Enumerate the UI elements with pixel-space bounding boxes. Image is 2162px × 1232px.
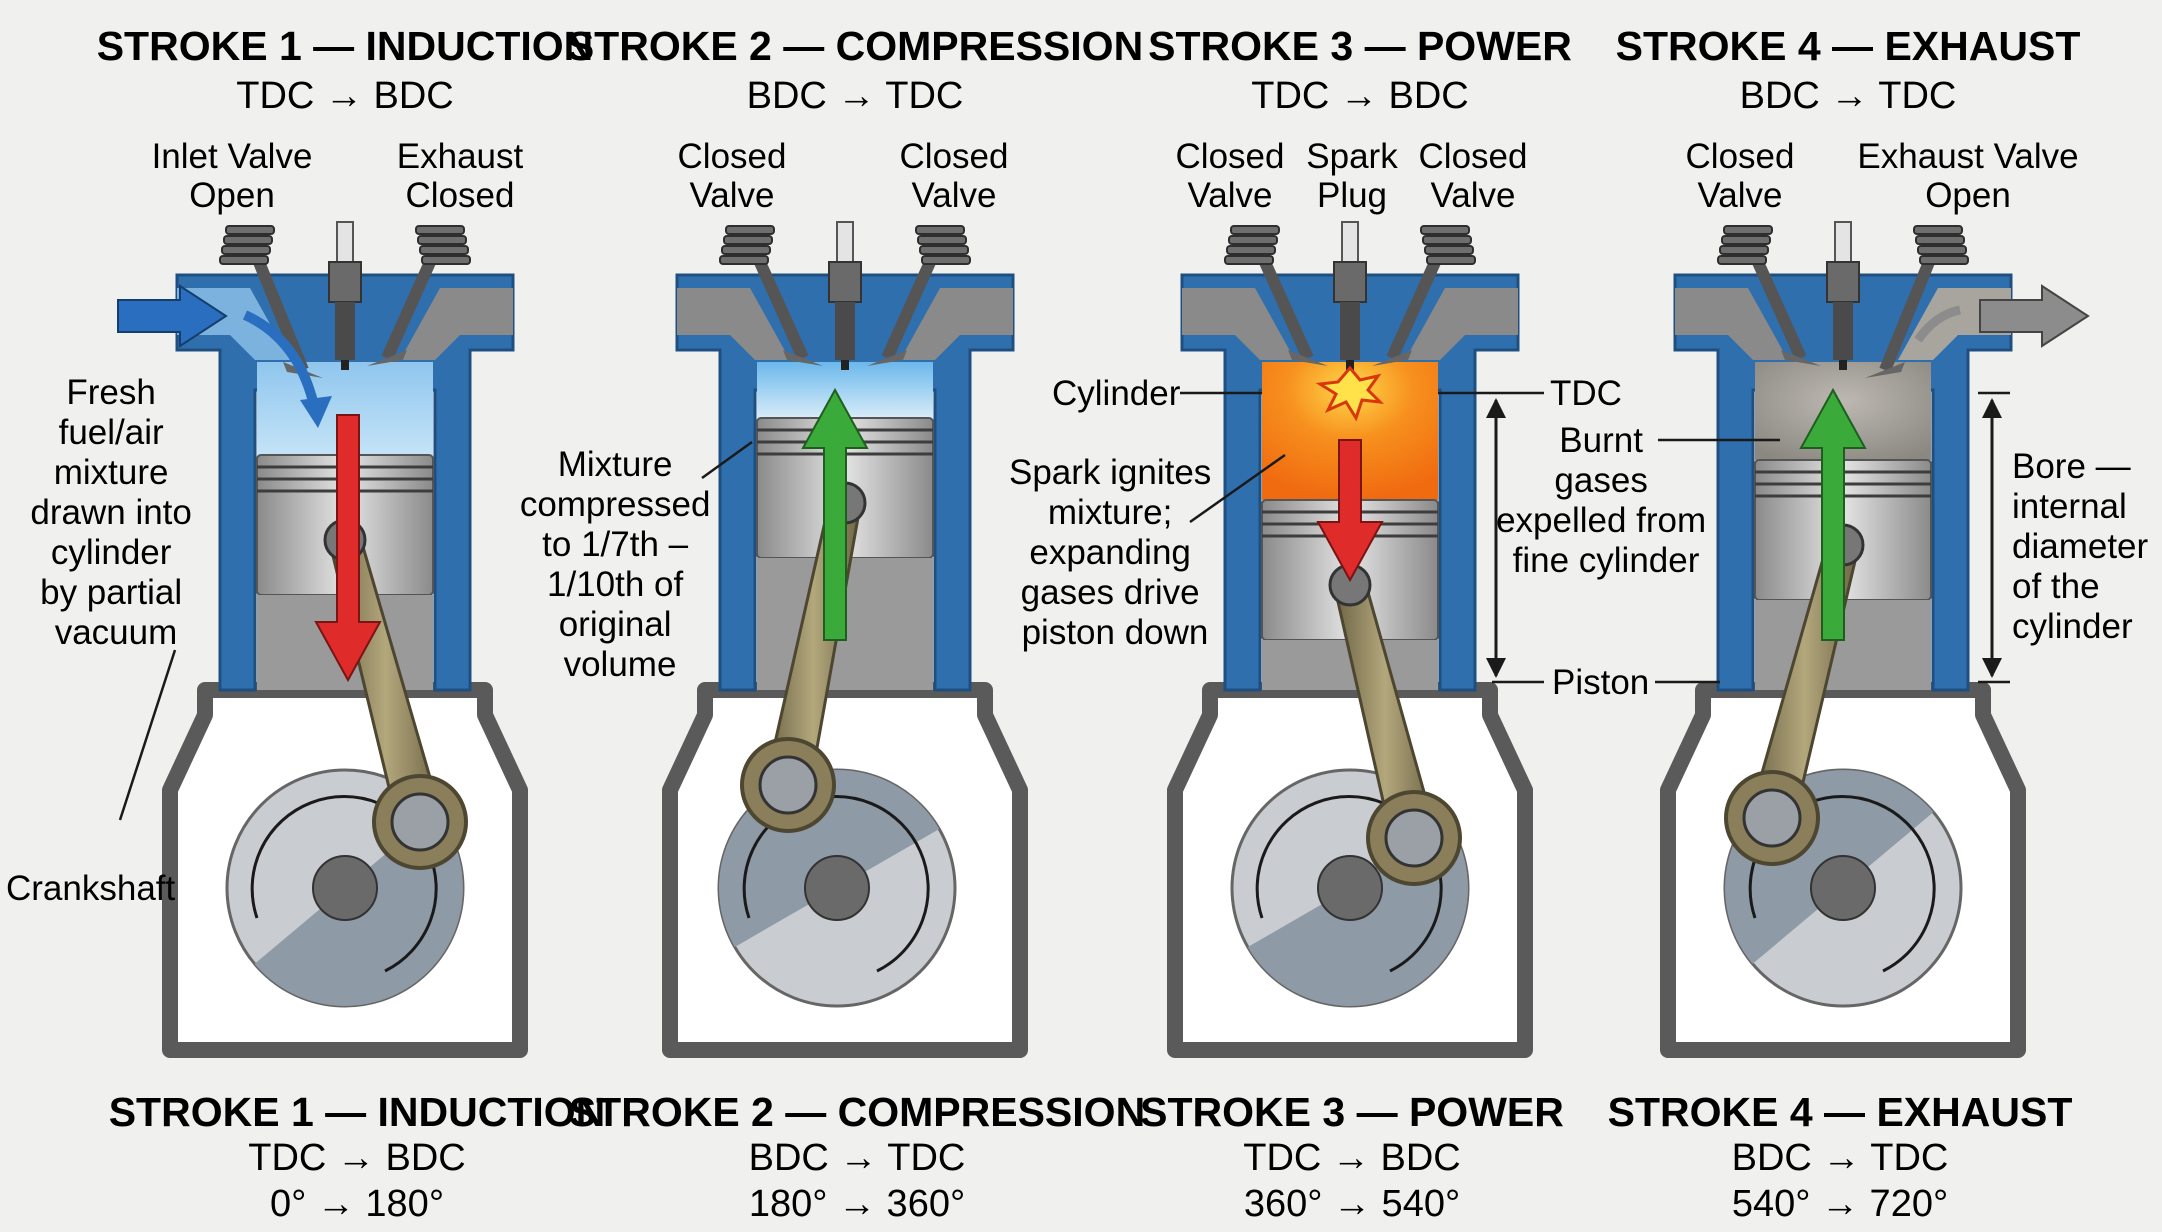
compression-annotation: Mixture compressed to 1/7th – 1/10th of … bbox=[520, 445, 720, 684]
exhaust-valve bbox=[1865, 225, 1969, 378]
piston-down-arrow bbox=[1316, 439, 1384, 583]
piston-down-arrow bbox=[314, 414, 382, 683]
intake-valve bbox=[1717, 225, 1821, 366]
intake-flow-arrow bbox=[117, 284, 228, 348]
stroke-3-footer-title: STROKE 3 — POWER bbox=[1140, 1089, 1564, 1135]
tdc-label: TDC bbox=[1550, 374, 1622, 413]
exhaust-port bbox=[900, 288, 1013, 360]
intake-port bbox=[677, 288, 790, 360]
rotation-arc bbox=[742, 795, 930, 973]
stroke-1-footer-title: STROKE 1 — INDUCTION bbox=[109, 1089, 606, 1135]
stroke-2-footer-title: STROKE 2 — COMPRESSION bbox=[569, 1089, 1145, 1135]
stroke-2-header: STROKE 2 — COMPRESSION BDC → TDC bbox=[567, 23, 1143, 117]
stroke-1-header: STROKE 1 — INDUCTION TDC → BDC bbox=[97, 23, 594, 117]
engine-stroke-1 bbox=[117, 221, 528, 1058]
intake-flow-arrowhead bbox=[300, 396, 332, 428]
stroke-4-footer-angle: 540° → 720° bbox=[1732, 1183, 1948, 1225]
intake-port bbox=[1182, 288, 1295, 360]
exhaust-port bbox=[1405, 288, 1518, 360]
stroke-2-title: STROKE 2 — COMPRESSION bbox=[567, 23, 1143, 69]
spark-plug bbox=[828, 221, 862, 370]
crank-pin bbox=[1384, 808, 1444, 868]
stroke-1-footer-angle: 0° → 180° bbox=[270, 1183, 444, 1225]
bore-annotation: Bore — internal diameter of the cylinder bbox=[2012, 447, 2158, 646]
stroke-4-footer: STROKE 4 — EXHAUST BDC → TDC 540° → 720° bbox=[1608, 1089, 2073, 1225]
spark-plug bbox=[328, 221, 362, 370]
crankshaft-hub bbox=[1810, 855, 1876, 921]
stroke-3-footer-direction: TDC → BDC bbox=[1243, 1137, 1460, 1179]
stroke-2-footer-direction: BDC → TDC bbox=[749, 1137, 966, 1179]
intake-port bbox=[1675, 288, 1788, 360]
intake-valve bbox=[719, 225, 823, 366]
stroke-2-footer: STROKE 2 — COMPRESSION BDC → TDC 180° → … bbox=[569, 1089, 1145, 1225]
intake-valve bbox=[1224, 225, 1328, 366]
crankshaft-hub bbox=[804, 855, 870, 921]
burnt-gases-annotation: Burnt gases expelled from fine cylinder bbox=[1496, 421, 1716, 580]
stroke-3-footer-angle: 360° → 540° bbox=[1244, 1183, 1460, 1225]
bore-dimension bbox=[1978, 391, 2010, 684]
stroke-4-direction: BDC → TDC bbox=[1740, 75, 1957, 117]
stroke-4-title: STROKE 4 — EXHAUST bbox=[1616, 23, 2081, 69]
stroke-1-direction: TDC → BDC bbox=[236, 75, 453, 117]
spark-plug bbox=[1826, 221, 1860, 370]
crankshaft-hub bbox=[1317, 855, 1383, 921]
stroke-4-footer-title: STROKE 4 — EXHAUST bbox=[1608, 1089, 2073, 1135]
piston-up-arrow bbox=[1799, 387, 1867, 641]
stroke-length-dimension bbox=[1486, 398, 1506, 678]
exhaust-port bbox=[400, 288, 513, 360]
crank-pin bbox=[390, 792, 450, 852]
piston-label: Piston bbox=[1552, 663, 1649, 702]
spark-plug bbox=[1333, 221, 1367, 370]
stroke-4-header: STROKE 4 — EXHAUST BDC → TDC bbox=[1616, 23, 2081, 117]
engine-stroke-2 bbox=[662, 221, 1028, 1058]
spark-annotation: Spark ignites mixture; expanding gases d… bbox=[1009, 453, 1221, 652]
exhaust-valve bbox=[1372, 225, 1476, 366]
crank-pin bbox=[758, 755, 818, 815]
stroke-1-title: STROKE 1 — INDUCTION bbox=[97, 23, 594, 69]
spark-burst bbox=[1315, 365, 1385, 422]
stroke-1-footer-direction: TDC → BDC bbox=[248, 1137, 465, 1179]
stroke-2-direction: BDC → TDC bbox=[747, 75, 964, 117]
piston-up-arrow bbox=[801, 387, 869, 641]
spark-leader-line bbox=[1189, 453, 1286, 524]
stroke-3-header: STROKE 3 — POWER TDC → BDC bbox=[1148, 23, 1572, 117]
exhaust-valve bbox=[867, 225, 971, 366]
intake-valve bbox=[219, 225, 323, 378]
crankshaft-leader-line bbox=[118, 649, 177, 821]
crankshaft-label: Crankshaft bbox=[6, 869, 176, 908]
stroke-1-footer: STROKE 1 — INDUCTION TDC → BDC 0° → 180° bbox=[109, 1089, 606, 1225]
engine-stroke-4 bbox=[1660, 221, 2090, 1058]
intake-flow-curve bbox=[242, 310, 320, 412]
crankshaft-hub bbox=[312, 855, 378, 921]
engine-stroke-3 bbox=[1167, 221, 1533, 1058]
exhaust-valve bbox=[367, 225, 471, 366]
stroke-2-footer-angle: 180° → 360° bbox=[749, 1183, 965, 1225]
fresh-mixture-annotation: Fresh fuel/air mixture drawn into cylind… bbox=[30, 373, 201, 652]
compression-leader-line bbox=[701, 440, 753, 480]
stroke-3-title: STROKE 3 — POWER bbox=[1148, 23, 1572, 69]
exhaust-flow-curve bbox=[1914, 305, 1962, 343]
stroke-3-direction: TDC → BDC bbox=[1251, 75, 1468, 117]
stroke-3-footer: STROKE 3 — POWER TDC → BDC 360° → 540° bbox=[1140, 1089, 1564, 1225]
exhaust-flow-arrow bbox=[1979, 284, 2090, 348]
stroke-4-footer-direction: BDC → TDC bbox=[1732, 1137, 1949, 1179]
cylinder-label: Cylinder bbox=[1052, 374, 1181, 413]
crank-pin bbox=[1742, 788, 1802, 848]
